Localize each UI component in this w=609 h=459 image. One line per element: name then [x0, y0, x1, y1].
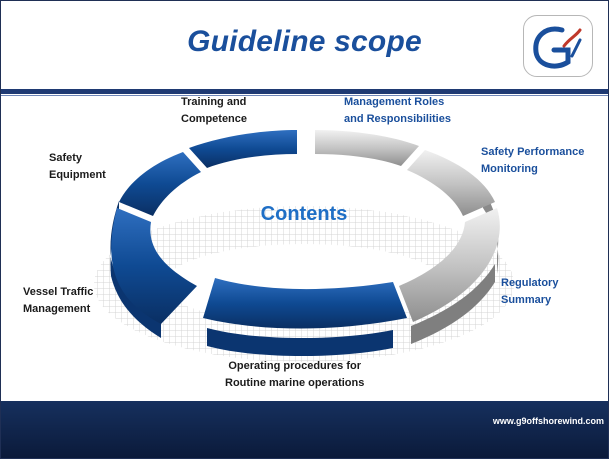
footer-bar: www.g9offshorewind.com	[1, 401, 608, 458]
segment-safety-equipment	[119, 152, 201, 216]
segment-vessel-traffic	[111, 208, 197, 324]
segment-safety-performance	[407, 150, 495, 216]
label-operating-procedures: Operating procedures for Routine marine …	[225, 360, 365, 389]
ring-segments	[111, 130, 500, 329]
footer-url: www.g9offshorewind.com	[492, 416, 604, 426]
label-regulatory: Regulatory Summary	[501, 277, 559, 306]
title-divider-thin	[1, 95, 608, 96]
slide-title: Guideline scope	[187, 25, 422, 58]
g9-logo-icon	[533, 26, 582, 69]
segment-training	[189, 130, 297, 168]
title-divider	[1, 89, 608, 94]
center-label: Contents	[260, 203, 348, 225]
label-training: Training and Competence	[181, 96, 248, 125]
title-bar: Guideline scope	[1, 1, 608, 89]
label-safety-equipment: Safety Equipment	[49, 152, 106, 181]
g9-logo	[523, 15, 593, 77]
segment-management-roles	[315, 130, 419, 166]
segment-operating-procedures	[203, 278, 407, 329]
ring-diagram	[94, 130, 514, 362]
contents-diagram: Training and Competence Management Roles…	[1, 96, 608, 401]
label-management-roles: Management Roles and Responsibilities	[344, 96, 451, 125]
label-safety-performance: Safety Performance Monitoring	[481, 146, 585, 175]
segment-regulatory	[399, 208, 500, 322]
label-vessel-traffic: Vessel Traffic Management	[23, 286, 94, 315]
